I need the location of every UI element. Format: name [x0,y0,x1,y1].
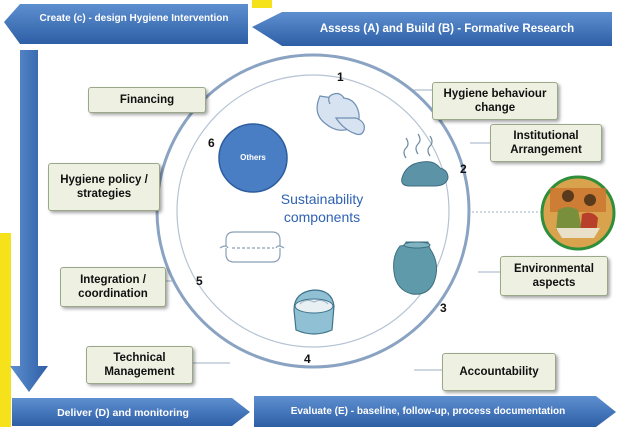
evaluate-arrow [254,396,616,427]
number-1: 1 [337,70,344,84]
others-label: Others [240,153,266,162]
accountability-box: Accountability [442,353,556,391]
create-banner-label: Create (c) - design Hygiene Intervention [39,13,229,24]
number-6: 6 [208,136,215,150]
center-label-line2: components [283,209,361,225]
institutional-arrangement-box: Institutional Arrangement [490,124,602,162]
number-4: 4 [304,352,311,366]
evaluate-banner-label: Evaluate (E) - baseline, follow-up, proc… [290,406,566,417]
laundry-basket-icon [293,289,335,335]
integration-coordination-box: Integration / coordination [60,267,166,307]
inner-ring [176,74,450,348]
number-5: 5 [196,274,203,288]
financing-box: Financing [88,87,206,113]
center-label: Sustainability components [262,190,382,226]
water-pot-icon [393,241,438,295]
yellow-strip-left [0,233,11,427]
center-label-line1: Sustainability [280,191,364,207]
waste-pile-icon [401,133,449,187]
assess-arrow [252,12,612,46]
hand-washing-icon [316,92,365,136]
hygiene-policy-box: Hygiene policy / strategies [48,163,160,211]
deliver-banner-label: Deliver (D) and monitoring [57,407,189,419]
number-2: 2 [460,162,467,176]
create-arrow [4,4,248,44]
technical-management-box: Technical Management [86,346,193,384]
environmental-aspects-box: Environmental aspects [500,256,608,296]
yellow-strip-top [252,0,272,8]
deliver-arrow [12,398,250,426]
number-3: 3 [440,301,447,315]
others-circle [218,123,288,193]
hygiene-behaviour-change-box: Hygiene behaviour change [432,82,558,120]
assess-banner-label: Assess (A) and Build (B) - Formative Res… [319,23,575,35]
sanitary-pad-icon [219,231,285,263]
community-photo-icon [540,175,616,251]
left-down-arrow [10,50,48,392]
